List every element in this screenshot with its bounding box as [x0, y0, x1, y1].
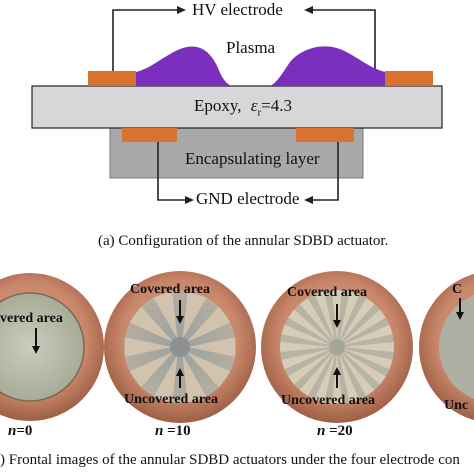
n0-value: =0	[16, 423, 33, 439]
star-petal	[182, 354, 207, 403]
star-petal	[338, 352, 360, 403]
epoxy-text: Epoxy,	[194, 96, 242, 115]
gnd-electrode-right	[296, 128, 354, 142]
permittivity-subscript: r	[257, 106, 262, 119]
n40-covered-fragment: C	[452, 282, 463, 297]
gnd-electrode-left	[122, 128, 177, 142]
hv-arrow-left	[177, 6, 186, 14]
caption-a: (a) Configuration of the annular SDBD ac…	[98, 233, 389, 249]
photo-n10	[104, 271, 256, 423]
star-petal	[299, 298, 334, 343]
encapsulating-layer-label: Encapsulating layer	[185, 149, 320, 168]
photo-n0	[0, 273, 104, 421]
star-petal	[129, 351, 174, 388]
annotation-arrowheads	[32, 312, 464, 376]
star-petal	[124, 337, 172, 357]
epoxy-label: Epoxy, εr=4.3	[194, 96, 292, 118]
n20-covered-label: Covered area	[287, 285, 367, 300]
gnd-electrode-label: GND electrode	[196, 189, 300, 208]
star-petal	[288, 309, 333, 344]
gnd-wire-left	[157, 142, 186, 201]
star-petal	[281, 348, 332, 370]
star-petal	[280, 342, 331, 352]
dielectric-n40	[439, 295, 474, 399]
star-petal	[186, 306, 231, 343]
star-petal	[153, 291, 178, 340]
star-petal	[188, 337, 236, 357]
permittivity-symbol: ε	[250, 96, 258, 115]
n10-covered-label: Covered area	[130, 282, 210, 297]
n20-value: =20	[325, 423, 353, 439]
n20-uncovered-label: Uncovered area	[281, 393, 375, 408]
star-petal	[341, 309, 386, 344]
n10-label: n =10	[155, 423, 191, 440]
star-petal	[182, 291, 207, 340]
star-petal	[341, 350, 386, 385]
star-pattern-n10	[124, 291, 236, 403]
star-petal	[299, 351, 334, 396]
epoxy-plate	[31, 85, 443, 129]
hv-electrode-left	[88, 71, 136, 86]
hv-electrode-label: HV electrode	[192, 0, 283, 19]
star-petal	[281, 324, 332, 346]
photo-n20	[261, 271, 413, 423]
plasma-right	[270, 46, 385, 86]
star-petal	[288, 350, 333, 385]
hv-wire-right	[312, 9, 376, 73]
gnd-arrow-right	[304, 196, 313, 204]
gnd-arrow-left	[185, 196, 194, 204]
actuator-schematic	[31, 6, 443, 204]
star-petal	[129, 306, 174, 343]
gnd-wire-right	[312, 142, 339, 201]
dielectric-n0	[0, 292, 85, 402]
hv-electrode-right	[385, 71, 433, 86]
n0-label: n=0	[8, 423, 32, 440]
hv-wire	[112, 9, 178, 73]
center-n10	[170, 337, 190, 357]
star-petal	[314, 352, 336, 403]
star-petal	[314, 291, 336, 342]
star-petal	[340, 298, 375, 343]
star-petal	[342, 324, 393, 346]
n0-inner-label: vered area	[0, 311, 63, 326]
star-petal	[338, 291, 360, 342]
n40-uncovered-fragment: Unc	[444, 398, 469, 413]
photo-panels	[0, 271, 474, 423]
permittivity-value: =4.3	[261, 96, 292, 115]
plasma-left	[136, 46, 232, 86]
plasma-label: Plasma	[226, 38, 276, 57]
star-petal	[340, 351, 375, 396]
n10-uncovered-label: Uncovered area	[124, 392, 218, 407]
n10-symbol: n	[155, 423, 164, 439]
n20-symbol: n	[317, 423, 326, 439]
annotation-arrows	[35, 298, 461, 388]
star-pattern-n20	[280, 290, 394, 404]
center-n20	[329, 339, 345, 355]
star-petal	[342, 348, 393, 370]
n20-label: n =20	[317, 423, 353, 440]
star-petal	[153, 354, 178, 403]
n0-symbol: n	[8, 423, 17, 439]
star-petal	[186, 351, 231, 388]
caption-b: ) Frontal images of the annular SDBD act…	[0, 452, 460, 468]
n10-value: =10	[163, 423, 191, 439]
star-petal	[343, 342, 394, 352]
hv-arrow-right	[304, 6, 313, 14]
